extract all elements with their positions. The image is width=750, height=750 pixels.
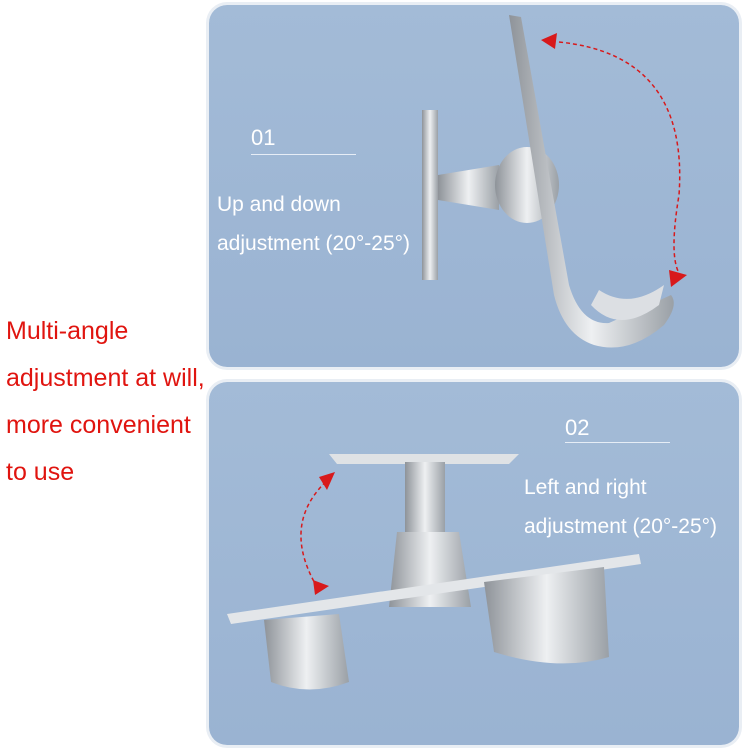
promo-line: to use: [6, 458, 75, 486]
caption-line: Left and right: [524, 476, 647, 499]
caption-line: adjustment (20°-25°): [524, 515, 718, 538]
mount-side-view-illustration: [422, 15, 687, 348]
divider: [251, 154, 356, 155]
promo-line: more convenient: [6, 411, 191, 439]
caption-line: Up and down: [217, 193, 341, 216]
promo-line: Multi-angle: [6, 317, 129, 345]
caption-line: adjustment (20°-25°): [217, 232, 411, 255]
promo-text: Multi-angle adjustment at will, more con…: [6, 308, 205, 496]
panel-up-down: 01 Up and down adjustment (20°-25°): [209, 5, 739, 367]
mount-top-view-illustration: [227, 454, 641, 690]
panel-left-right: 02 Left and right adjustment (20°-25°): [209, 382, 739, 745]
caption: Left and right adjustment (20°-25°): [524, 468, 717, 546]
step-number: 01: [251, 125, 276, 150]
divider: [565, 442, 670, 443]
step-number: 02: [565, 415, 590, 440]
promo-line: adjustment at will,: [6, 364, 205, 392]
caption: Up and down adjustment (20°-25°): [217, 185, 410, 263]
